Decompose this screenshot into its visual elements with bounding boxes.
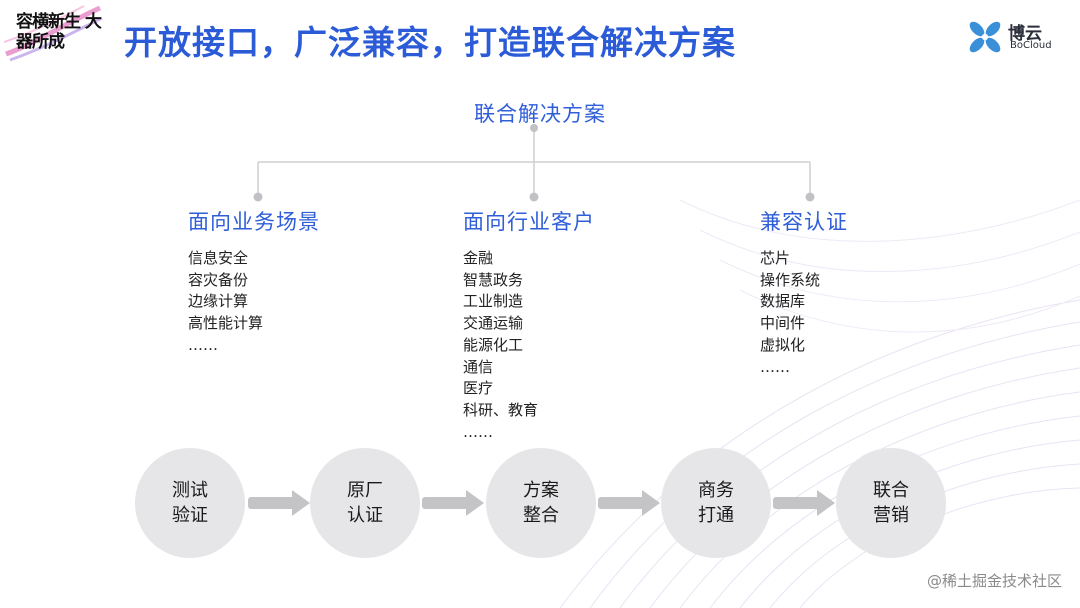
list-item: 通信	[463, 357, 494, 376]
tree-dot-right	[805, 192, 815, 202]
flow-step-label: 测试验证	[172, 480, 208, 526]
event-logo-text: 容横新生 大器所成	[16, 12, 102, 52]
flow-step-label: 方案整合	[523, 480, 559, 526]
list-item: 金融	[463, 249, 494, 267]
flow-step-joint-marketing: 联合营销	[836, 448, 946, 558]
list-item: ……	[760, 357, 790, 376]
list-item: 高性能计算	[188, 314, 264, 333]
list-item: 交通运输	[463, 314, 524, 333]
branch-list: 芯片 操作系统 数据库 中间件 虚拟化 ……	[760, 248, 848, 378]
list-item: 芯片	[760, 249, 791, 267]
page-title: 开放接口，广泛兼容，打造联合解决方案	[124, 23, 736, 62]
list-item: 信息安全	[188, 249, 249, 267]
flow-step-solution-integration: 方案整合	[486, 448, 596, 558]
branch-industry-customers: 面向行业客户 金融 智慧政务 工业制造 交通运输 能源化工 通信 医疗 科研、教…	[463, 206, 595, 443]
list-item: 工业制造	[463, 292, 524, 311]
list-item: 医疗	[463, 379, 494, 398]
list-item: 虚拟化	[760, 335, 806, 354]
list-item: 科研、教育	[463, 400, 539, 419]
list-item: 操作系统	[760, 270, 821, 289]
flow-step-label: 商务打通	[698, 480, 734, 526]
brand-name: 博云	[1008, 24, 1042, 44]
list-item: ……	[463, 422, 493, 441]
list-item: 容灾备份	[188, 270, 249, 289]
right-arrow-icon	[248, 490, 310, 516]
branch-list: 信息安全 容灾备份 边缘计算 高性能计算 ……	[188, 248, 320, 357]
tree-dot-left	[253, 192, 263, 202]
tree-dot-center	[529, 192, 539, 202]
list-item: 边缘计算	[188, 292, 249, 311]
flow-step-label: 原厂认证	[347, 480, 383, 526]
list-item: 中间件	[760, 314, 806, 333]
branch-head: 面向行业客户	[463, 210, 595, 234]
tree-root-label: 联合解决方案	[474, 102, 606, 126]
event-logo-brush-icon	[3, 5, 103, 62]
branch-list: 金融 智慧政务 工业制造 交通运输 能源化工 通信 医疗 科研、教育 ……	[463, 248, 595, 443]
flow-step-test-verify: 测试验证	[135, 448, 245, 558]
watermark: @稀土掘金技术社区	[926, 572, 1062, 590]
branch-head: 面向业务场景	[188, 210, 320, 234]
branch-compatibility-certification: 兼容认证 芯片 操作系统 数据库 中间件 虚拟化 ……	[760, 206, 848, 378]
flow-step-vendor-certification: 原厂认证	[310, 448, 420, 558]
right-arrow-icon	[598, 490, 660, 516]
flow-step-label: 联合营销	[873, 480, 909, 526]
event-logo: 容横新生 大器所成	[3, 4, 104, 62]
brand-logo: 博云 BoCloud	[966, 18, 1066, 56]
list-item: 智慧政务	[463, 270, 524, 289]
flow-step-business-connection: 商务打通	[661, 448, 771, 558]
list-item: 能源化工	[463, 335, 524, 354]
four-petal-x-icon	[969, 21, 1001, 53]
right-arrow-icon	[773, 490, 835, 516]
branch-business-scenarios: 面向业务场景 信息安全 容灾备份 边缘计算 高性能计算 ……	[188, 206, 320, 357]
brand-sub: BoCloud	[1010, 40, 1052, 51]
tree-dot-root	[530, 124, 538, 132]
right-arrow-icon	[422, 490, 484, 516]
list-item: ……	[188, 335, 218, 354]
branch-head: 兼容认证	[760, 210, 848, 234]
list-item: 数据库	[760, 292, 806, 311]
